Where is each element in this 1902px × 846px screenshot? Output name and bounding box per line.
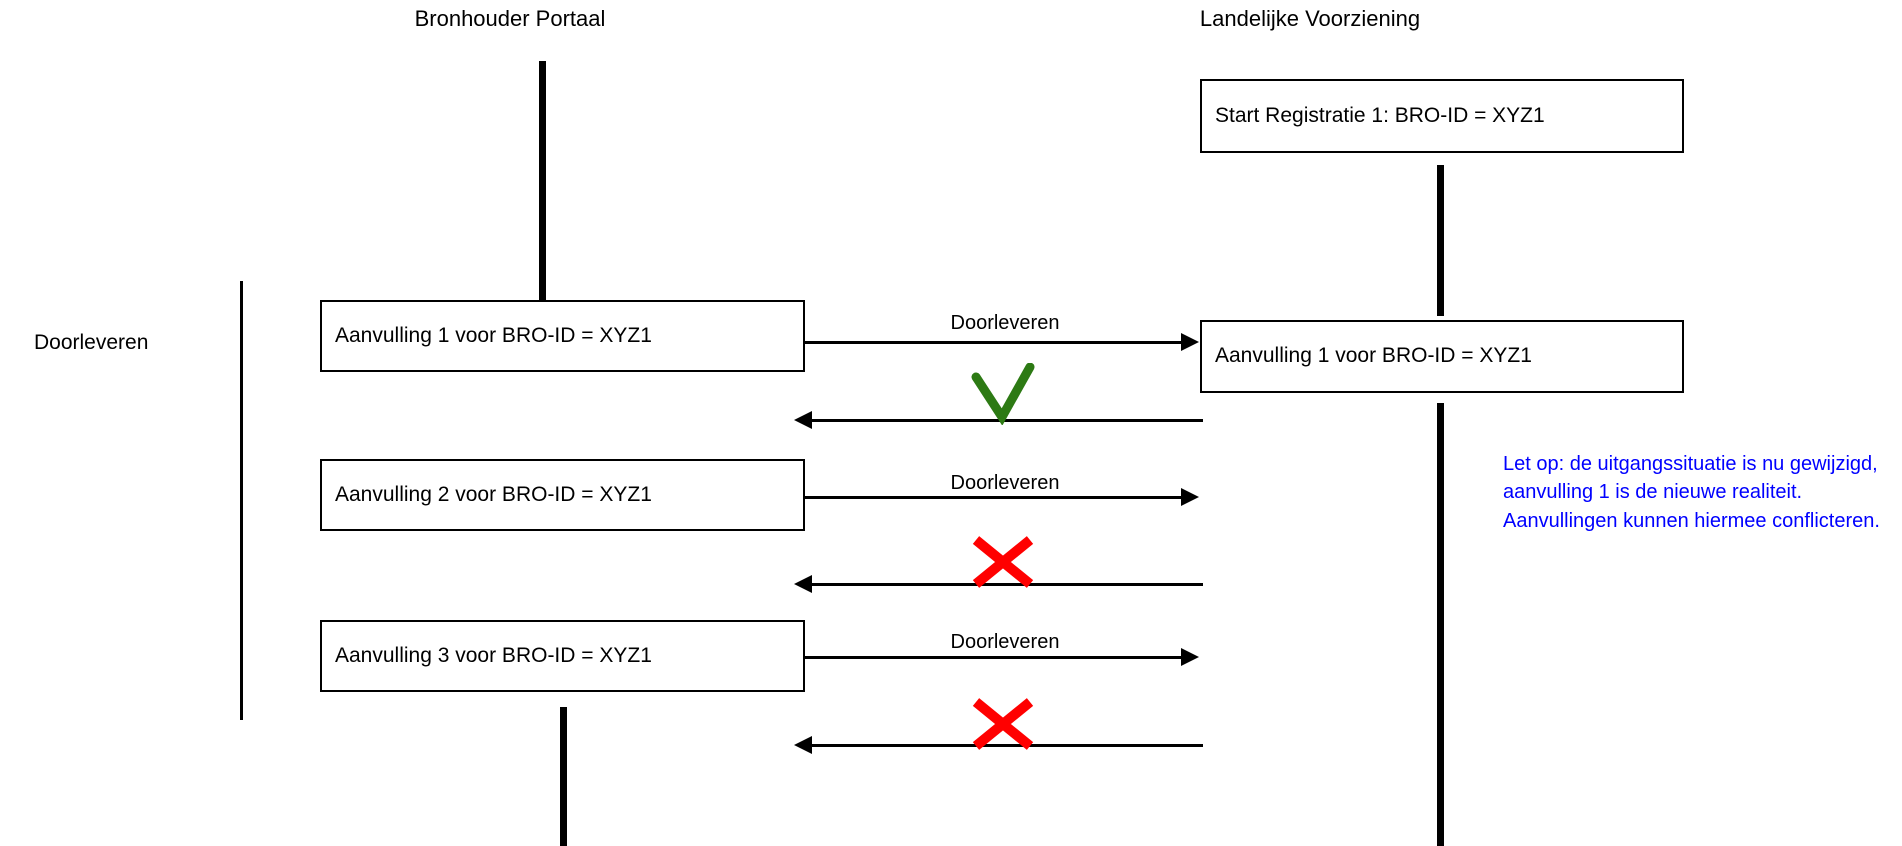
arrow-head-doorleveren-3	[1181, 648, 1199, 666]
box-start-registratie[interactable]: Start Registratie 1: BRO-ID = XYZ1	[1200, 79, 1684, 153]
box-aanvulling-3-left-label: Aanvulling 3 voor BRO-ID = XYZ1	[335, 643, 652, 667]
arrow-label-doorleveren-2: Doorleveren	[950, 472, 1060, 494]
arrow-head-response-3	[794, 736, 812, 754]
arrow-line-response-2	[812, 583, 1203, 586]
arrow-head-doorleveren-2	[1181, 488, 1199, 506]
note-uitgangssituatie: Let op: de uitgangssituatie is nu gewijz…	[1503, 453, 1880, 532]
box-aanvulling-1-right[interactable]: Aanvulling 1 voor BRO-ID = XYZ1	[1200, 320, 1684, 393]
group-label-doorleveren: Doorleveren	[34, 331, 149, 354]
arrow-head-response-2	[794, 575, 812, 593]
check-mark-icon	[971, 363, 1035, 425]
lifeline-landelijke-voorziening-lower	[1437, 403, 1444, 846]
arrow-line-response-3	[812, 744, 1203, 747]
box-start-registratie-label: Start Registratie 1: BRO-ID = XYZ1	[1215, 103, 1545, 127]
column-header-bronhouder-portaal: Bronhouder Portaal	[414, 6, 606, 31]
box-aanvulling-1-right-label: Aanvulling 1 voor BRO-ID = XYZ1	[1215, 344, 1532, 368]
box-aanvulling-2-left-label: Aanvulling 2 voor BRO-ID = XYZ1	[335, 482, 652, 506]
arrow-label-doorleveren-3: Doorleveren	[950, 631, 1060, 653]
arrow-label-doorleveren-1: Doorleveren	[950, 312, 1060, 334]
lifeline-bronhouder-portaal-bottom	[560, 707, 567, 846]
column-header-landelijke-voorziening: Landelijke Voorziening	[1199, 6, 1421, 31]
arrow-head-response-1	[794, 411, 812, 429]
arrow-head-doorleveren-1	[1181, 333, 1199, 351]
box-aanvulling-3-left[interactable]: Aanvulling 3 voor BRO-ID = XYZ1	[320, 620, 805, 692]
group-bracket-doorleveren	[240, 281, 243, 720]
arrow-line-doorleveren-3	[805, 656, 1181, 659]
lifeline-bronhouder-portaal-top	[539, 61, 546, 302]
arrow-line-response-1	[812, 419, 1203, 422]
arrow-line-doorleveren-1	[805, 341, 1181, 344]
cross-mark-icon	[972, 536, 1034, 588]
lifeline-landelijke-voorziening-upper	[1437, 165, 1444, 316]
box-aanvulling-1-left-label: Aanvulling 1 voor BRO-ID = XYZ1	[335, 323, 652, 347]
arrow-line-doorleveren-2	[805, 496, 1181, 499]
box-aanvulling-1-left[interactable]: Aanvulling 1 voor BRO-ID = XYZ1	[320, 300, 805, 372]
box-aanvulling-2-left[interactable]: Aanvulling 2 voor BRO-ID = XYZ1	[320, 459, 805, 531]
